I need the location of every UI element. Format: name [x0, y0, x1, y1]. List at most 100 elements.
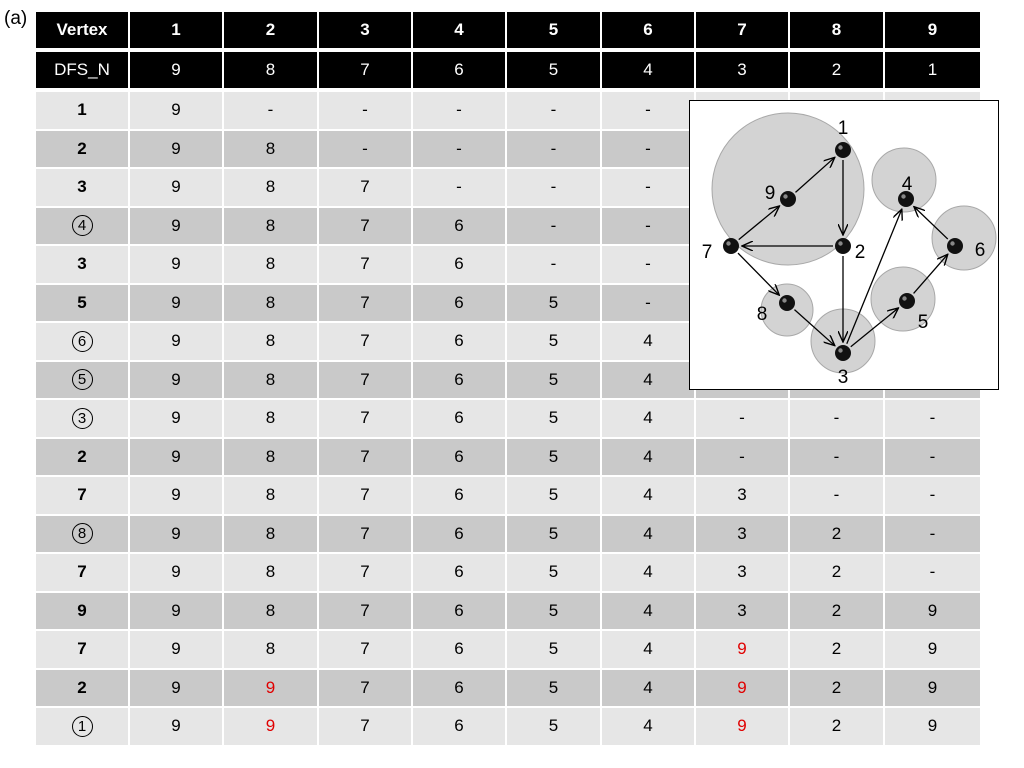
node-7-label: 7	[702, 242, 713, 263]
table-cell: -	[885, 477, 980, 514]
table-cell: 8	[224, 284, 317, 321]
table-row-vertex: 6	[36, 323, 128, 360]
scc-blob-large	[711, 112, 865, 266]
table-cell-updated: 9	[224, 669, 317, 706]
header-cell: 4	[413, 12, 505, 48]
table-cell: 4	[602, 477, 694, 514]
dfs-row-label: DFS_N	[36, 52, 128, 88]
node-9-label: 9	[765, 183, 776, 204]
table-row-vertex: 9	[36, 592, 128, 629]
header-cell: 6	[602, 12, 694, 48]
table-cell: 6	[413, 438, 505, 475]
table-cell: 4	[602, 323, 694, 360]
edge-9-1	[795, 157, 834, 193]
table-cell: -	[602, 246, 694, 283]
dfs-cell: 8	[224, 52, 317, 88]
edge-3-5	[850, 308, 899, 348]
node-5-shine	[902, 296, 907, 301]
table-cell-updated: 9	[696, 669, 788, 706]
edge-6-4	[914, 207, 949, 240]
table-cell: 5	[507, 515, 600, 552]
table-cell: -	[413, 92, 505, 129]
dfs-cell: 1	[885, 52, 980, 88]
table-cell: 3	[696, 515, 788, 552]
dfs-cell: 2	[790, 52, 883, 88]
table-cell: 2	[790, 631, 883, 668]
table-cell: -	[507, 92, 600, 129]
table-cell: 9	[885, 708, 980, 745]
table-cell: 7	[319, 284, 411, 321]
table-row-vertex: 2	[36, 438, 128, 475]
table-cell: 6	[413, 361, 505, 398]
table-row-vertex: 7	[36, 554, 128, 591]
table-cell: 7	[319, 477, 411, 514]
table-cell: -	[413, 130, 505, 167]
table-cell: -	[507, 130, 600, 167]
table-cell: 3	[696, 477, 788, 514]
node-8-label: 8	[757, 304, 768, 325]
table-cell: 9	[130, 207, 222, 244]
table-cell: 2	[790, 515, 883, 552]
table-cell: 4	[602, 708, 694, 745]
table-cell: 8	[224, 438, 317, 475]
table-cell: -	[319, 130, 411, 167]
header-cell: 8	[790, 12, 883, 48]
table-cell: 4	[602, 361, 694, 398]
table-cell: 9	[130, 592, 222, 629]
table-cell: 2	[790, 669, 883, 706]
panel-label: (a)	[4, 8, 28, 29]
table-cell: 8	[224, 554, 317, 591]
table-cell: 9	[885, 592, 980, 629]
table-cell: 5	[507, 708, 600, 745]
node-1-label: 1	[838, 118, 849, 139]
table-cell: 2	[790, 554, 883, 591]
table-cell: 9	[130, 708, 222, 745]
table-cell: 7	[319, 246, 411, 283]
table-cell: -	[319, 92, 411, 129]
table-cell: 4	[602, 592, 694, 629]
table-cell: -	[885, 438, 980, 475]
table-cell: -	[885, 515, 980, 552]
table-cell: 5	[507, 669, 600, 706]
circled-vertex: 6	[71, 330, 93, 352]
table-cell: 4	[602, 515, 694, 552]
node-5-label: 5	[918, 312, 929, 333]
table-cell: -	[885, 400, 980, 437]
table-cell: 8	[224, 169, 317, 206]
table-row-vertex: 4	[36, 207, 128, 244]
node-6-shine	[950, 241, 955, 246]
table-cell: 4	[602, 400, 694, 437]
table-cell: 4	[602, 669, 694, 706]
table-cell: 5	[507, 438, 600, 475]
table-cell: 6	[413, 323, 505, 360]
table-cell: 6	[413, 592, 505, 629]
table-cell: 6	[413, 284, 505, 321]
table-row-vertex: 8	[36, 515, 128, 552]
table-cell: -	[790, 400, 883, 437]
table-cell: 5	[507, 477, 600, 514]
table-cell: 7	[319, 554, 411, 591]
table-cell: 7	[319, 323, 411, 360]
node-1	[835, 142, 851, 158]
table-cell: 5	[507, 400, 600, 437]
dfs-cell: 6	[413, 52, 505, 88]
table-cell: -	[602, 92, 694, 129]
table-cell: 6	[413, 207, 505, 244]
table-cell: -	[602, 130, 694, 167]
table-cell: 6	[413, 631, 505, 668]
table-cell: 9	[130, 92, 222, 129]
header-cell: 1	[130, 12, 222, 48]
node-8-shine	[782, 298, 787, 303]
table-cell: 4	[602, 438, 694, 475]
table-row-vertex: 1	[36, 92, 128, 129]
table-cell: 2	[790, 592, 883, 629]
table-cell: 8	[224, 515, 317, 552]
header-cell: 9	[885, 12, 980, 48]
circled-vertex: 8	[71, 523, 93, 545]
node-1-shine	[838, 145, 843, 150]
table-cell: 8	[224, 323, 317, 360]
table-cell: -	[224, 92, 317, 129]
node-4-label: 4	[902, 174, 913, 195]
